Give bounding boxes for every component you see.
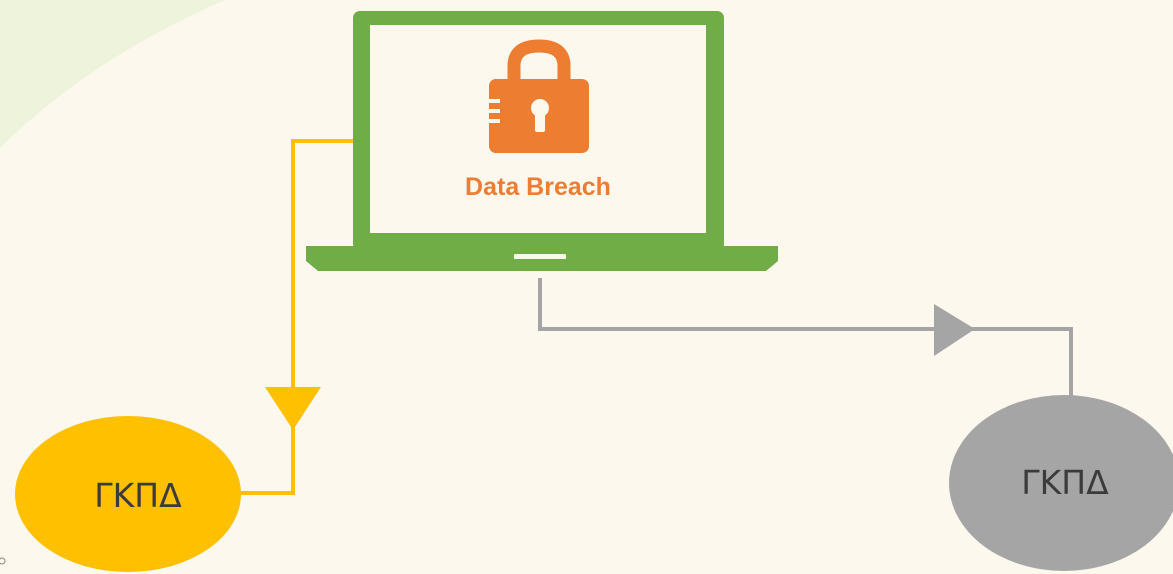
right-arrowhead: [934, 304, 975, 356]
right-connector-line: [538, 278, 1073, 396]
left-connector-line: [238, 139, 353, 495]
node-right: [949, 395, 1173, 571]
edge-marker: [0, 557, 6, 565]
node-left: [15, 416, 241, 572]
left-arrowhead: [265, 387, 321, 430]
node-right-label: ΓΚΠΔ: [1021, 463, 1109, 502]
laptop-trackpad-notch: [514, 254, 566, 259]
data-breach-label: Data Breach: [465, 173, 611, 201]
padlock-notch-1: [489, 99, 500, 103]
padlock-shackle: [507, 39, 571, 84]
padlock-keyhole-slot: [535, 110, 545, 132]
node-left-label: ΓΚΠΔ: [94, 476, 182, 515]
background-blob: [0, 0, 225, 148]
padlock-notch-2: [489, 109, 500, 113]
padlock-notch-3: [489, 119, 500, 123]
padlock-icon: [489, 39, 589, 153]
